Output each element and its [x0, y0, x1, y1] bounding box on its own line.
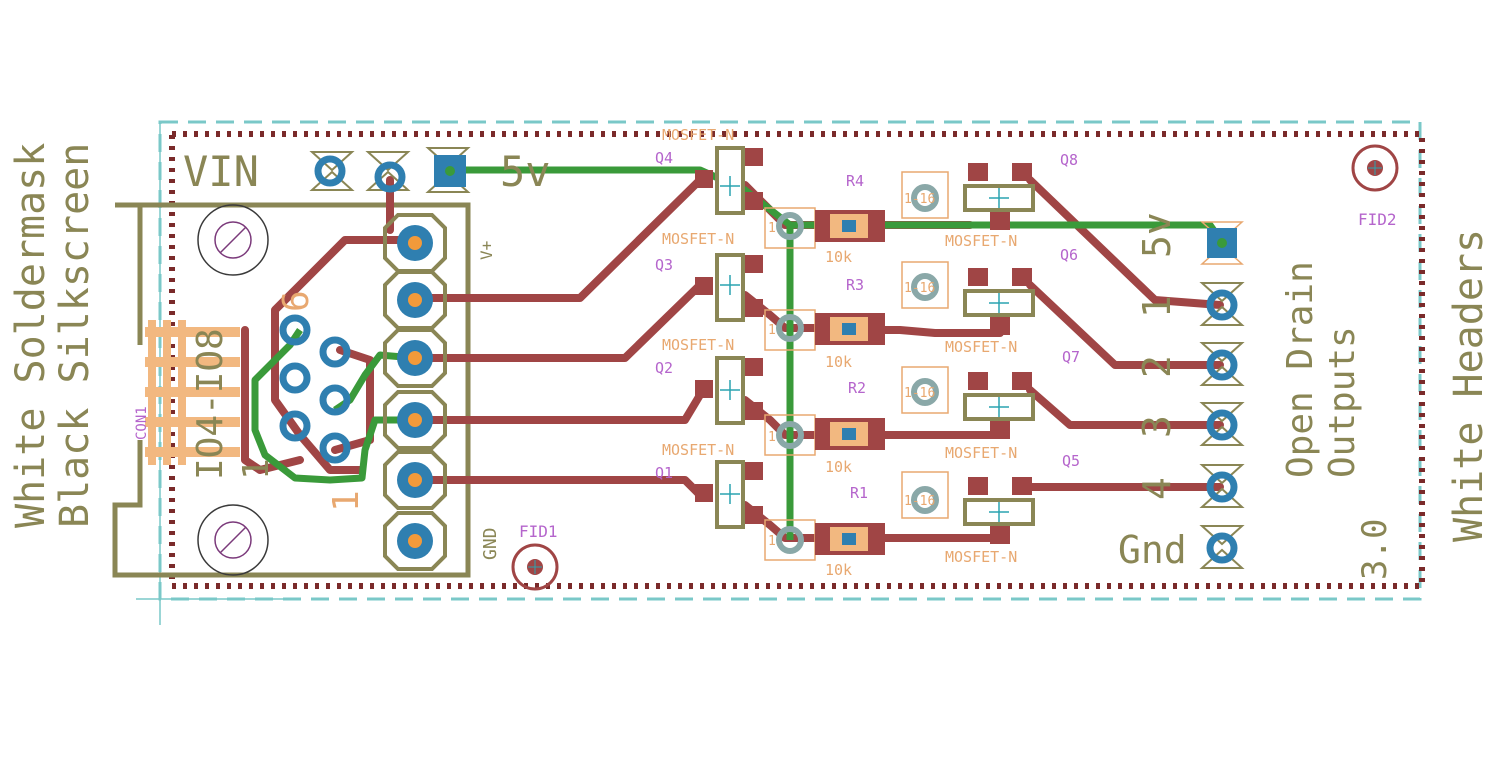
resistor-name-label: R2: [848, 379, 866, 397]
mosfet-value-label: MOSFET-N: [945, 338, 1017, 356]
via-label: 1-16: [904, 281, 935, 296]
resistor-value-label: 10k: [825, 353, 852, 371]
side-label-left-1: White Soldermask: [8, 143, 54, 528]
outputs-title-2: Outputs: [1322, 326, 1363, 478]
mounting-hole-bottom: [197, 504, 269, 576]
header-pad: [383, 390, 447, 450]
mounting-hole-top: [197, 204, 269, 276]
mosfet-value-label: MOSFET-N: [945, 444, 1017, 462]
5v-label-right: 5v: [1135, 212, 1179, 258]
power-pads-top: [309, 147, 471, 193]
usb-connector-outline: [112, 202, 471, 578]
vin-label: VIN: [183, 147, 259, 196]
output-pad-1: [1199, 282, 1245, 326]
resistor-name-label: R3: [846, 276, 864, 294]
con1-name: CON1: [134, 406, 150, 440]
header-pad: [383, 270, 447, 330]
connector-pin6-label: 6: [276, 290, 317, 312]
resistor-value-label: 10k: [825, 458, 852, 476]
restrict-outline: [169, 131, 1425, 589]
mosfet-q4: [695, 146, 763, 215]
header-pad: [383, 511, 447, 571]
mosfet-q6: [963, 268, 1035, 335]
resistor-name-label: R1: [850, 484, 868, 502]
output-pin-label: 1: [1135, 295, 1179, 318]
mosfet-value-label: MOSFET-N: [945, 548, 1017, 566]
fid2-label: FID2: [1358, 210, 1397, 229]
pad-label: 1: [768, 221, 776, 236]
resistor-footprints: [764, 207, 885, 561]
output-pad-4: [1199, 464, 1245, 508]
mosfet-name-label: Q7: [1062, 348, 1080, 366]
mosfet-q2: [695, 356, 763, 425]
mosfet-q7: [963, 372, 1035, 439]
via-pad: [365, 151, 411, 193]
output-pad-2: [1199, 342, 1245, 386]
resistor-value-label: 10k: [825, 561, 852, 579]
5v-label-top: 5v: [500, 147, 551, 196]
header-gnd-label: GND: [480, 527, 501, 560]
header-pad: [383, 328, 447, 388]
mosfet-name-label: Q2: [655, 359, 673, 377]
side-label-left-2: Black Silkscreen: [52, 143, 98, 528]
mosfet-name-label: Q8: [1060, 151, 1078, 169]
header-v-plus-label: V+: [477, 241, 496, 260]
mosfet-value-label: MOSFET-N: [662, 230, 734, 248]
resistor-r3: [764, 309, 885, 351]
header-pin-legs: [145, 320, 240, 465]
mosfet-name-label: Q6: [1060, 246, 1078, 264]
output-pad-5v: [1200, 221, 1244, 265]
gnd-label: Gnd: [1118, 528, 1187, 572]
output-pin-label: 3: [1135, 415, 1179, 438]
mosfet-footprints-right: [963, 163, 1035, 544]
mosfet-name-label: Q1: [655, 464, 673, 482]
mosfet-q1: [695, 460, 763, 529]
header-pads: [383, 213, 447, 571]
mosfet-q5: [963, 477, 1035, 544]
resistor-r1: [764, 519, 885, 561]
output-pads: [1199, 221, 1245, 569]
test-vias: [901, 171, 949, 519]
outputs-title-1: Open Drain: [1280, 261, 1321, 478]
mosfet-name-label: Q5: [1062, 452, 1080, 470]
resistor-r2: [764, 414, 885, 456]
resistor-value-label: 10k: [825, 248, 852, 266]
via-label: 1-16: [904, 192, 935, 207]
mosfet-q8: [963, 163, 1035, 230]
mosfet-value-label: MOSFET-N: [662, 126, 734, 144]
mosfet-footprints-left: [695, 146, 763, 529]
connector-label-1: 1: [236, 458, 277, 480]
connector-pins-small: [279, 314, 351, 464]
via-label: 1-16: [904, 494, 935, 509]
board-version: 3.0: [1355, 519, 1395, 580]
mosfet-value-label: MOSFET-N: [945, 232, 1017, 250]
mosfet-name-label: Q4: [655, 149, 673, 167]
mosfet-q3: [695, 253, 763, 322]
mosfet-value-label: MOSFET-N: [662, 336, 734, 354]
pad-label: 1: [768, 534, 776, 549]
mosfet-name-label: Q3: [655, 256, 673, 274]
resistor-name-label: R4: [846, 172, 864, 190]
fiducial-2: [1351, 144, 1399, 192]
fid1-label: FID1: [519, 522, 558, 541]
via-pad: [309, 151, 355, 191]
via-label: 1-16: [904, 386, 935, 401]
io-label: IO4-IO8: [190, 328, 231, 480]
header-pad: [383, 450, 447, 510]
connector-pin1-label: 1: [326, 490, 367, 512]
output-pad-gnd: [1199, 525, 1245, 569]
fiducial-1: [511, 543, 559, 591]
output-pin-label: 2: [1135, 355, 1179, 378]
output-pad-3: [1199, 402, 1245, 446]
side-label-right: White Headers: [1446, 229, 1492, 542]
output-pin-label: 4: [1135, 477, 1179, 500]
pad-label: 1: [768, 323, 776, 338]
pad-label: 1: [768, 430, 776, 445]
mosfet-value-label: MOSFET-N: [662, 441, 734, 459]
square-pad: [425, 147, 471, 193]
resistor-r4: [764, 207, 885, 249]
